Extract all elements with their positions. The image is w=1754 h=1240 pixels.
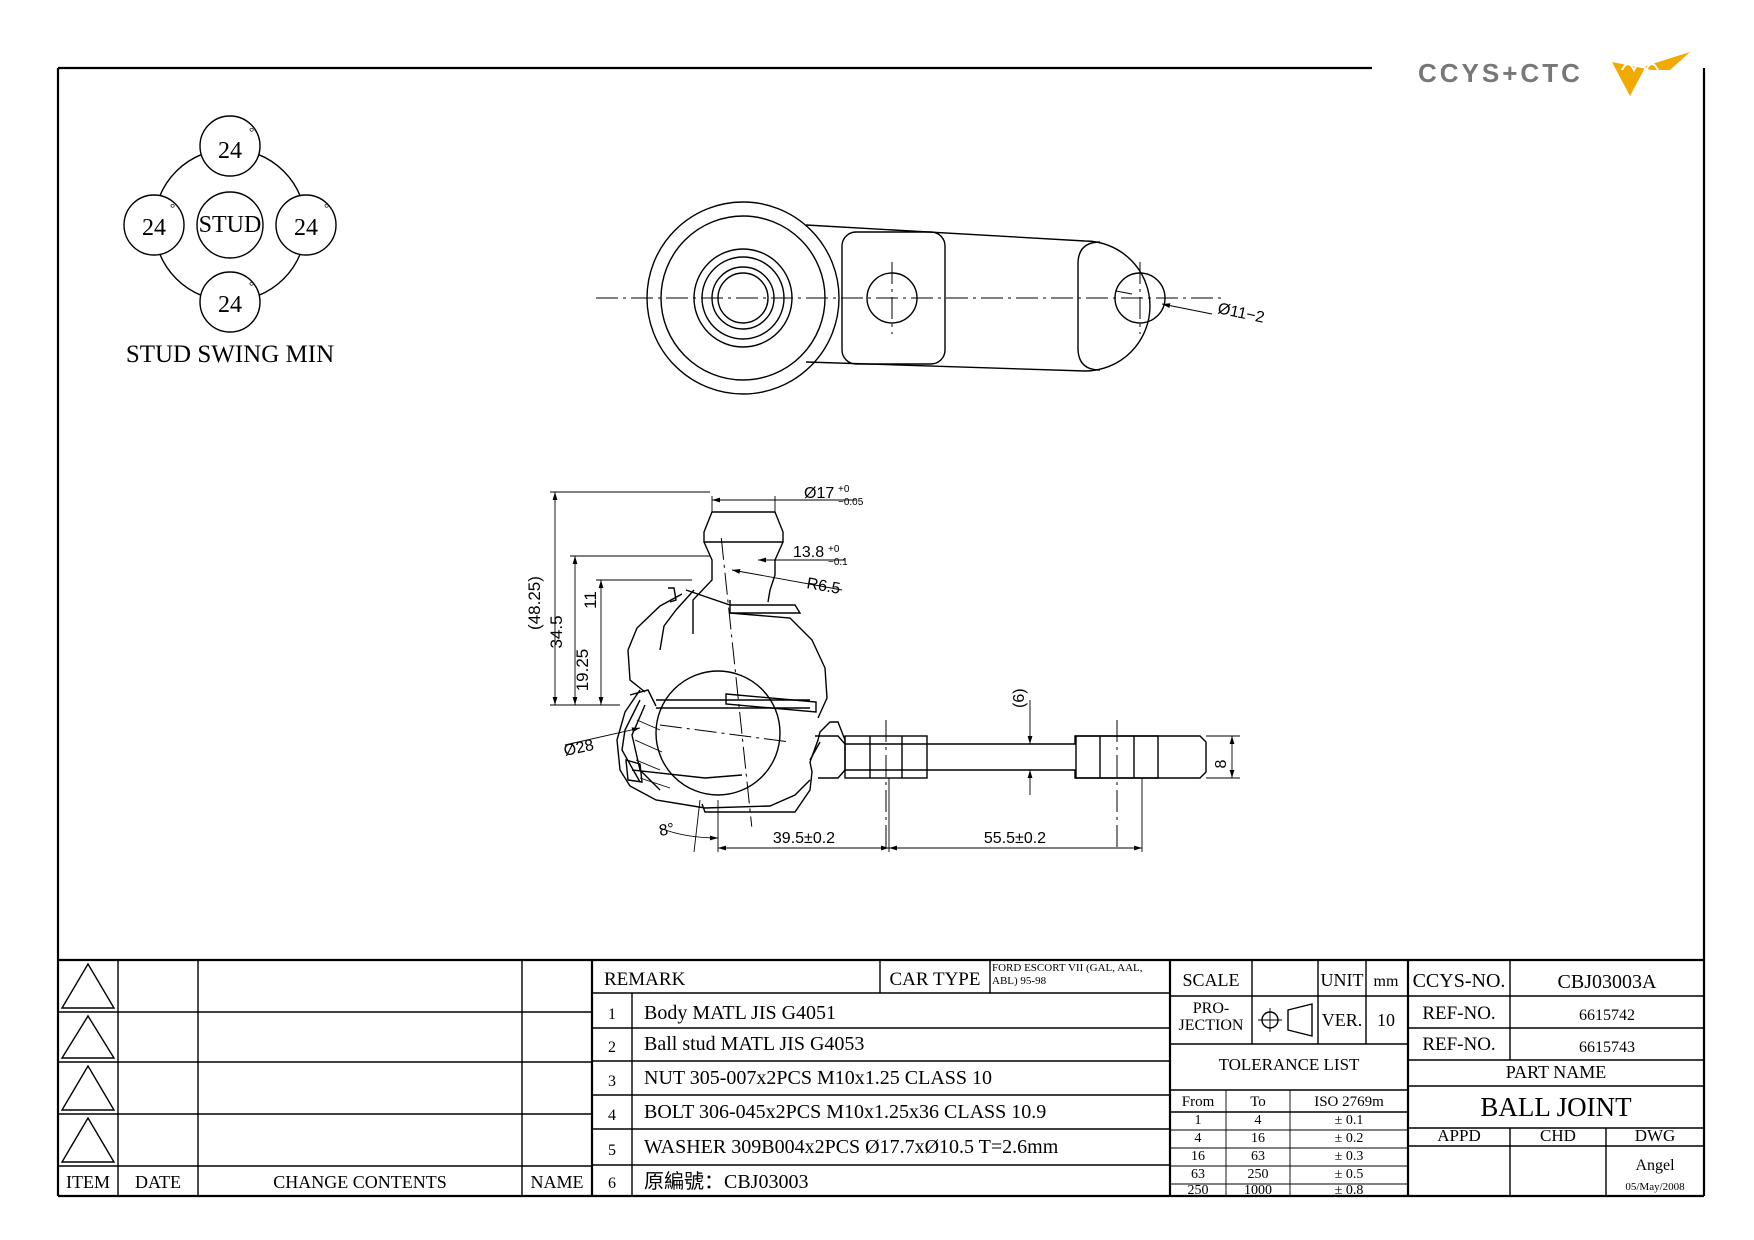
svg-text:1: 1 — [608, 1006, 616, 1023]
projection-label: PRO-JECTION — [1178, 1000, 1244, 1034]
svg-text:3: 3 — [608, 1073, 616, 1090]
ref-no-label-2: REF-NO. — [1422, 1034, 1495, 1055]
svg-text:± 0.5: ± 0.5 — [1335, 1167, 1364, 1182]
svg-text:63: 63 — [1251, 1149, 1265, 1164]
car-type-value: FORD ESCORT VII (GAL, AAL, ABL) 95-98 — [992, 962, 1143, 987]
ver-label: VER. — [1322, 1010, 1363, 1030]
drawer-name: Angel — [1635, 1157, 1675, 1174]
dim-end-thk: 8 — [1213, 759, 1230, 768]
tol-to-header: To — [1250, 1094, 1266, 1110]
dim-height-total: (48.25) — [525, 576, 544, 630]
svg-text:250: 250 — [1248, 1167, 1269, 1182]
dwg-label: DWG — [1635, 1126, 1676, 1145]
svg-text:± 0.2: ± 0.2 — [1335, 1131, 1364, 1146]
svg-text:4: 4 — [608, 1107, 616, 1124]
svg-text:4: 4 — [1255, 1113, 1262, 1128]
dim-top-hole: Ø11−2 — [1216, 300, 1266, 326]
appd-label: APPD — [1437, 1126, 1480, 1145]
dim-height-34: 34.5 — [547, 615, 566, 648]
stud-circle — [196, 191, 264, 259]
svg-text:± 0.1: ± 0.1 — [1335, 1113, 1364, 1128]
stud-swing-caption: STUD SWING MIN — [126, 341, 334, 368]
rev-header-item: ITEM — [66, 1172, 110, 1192]
dim-len-1: 39.5±0.2 — [773, 830, 835, 847]
svg-text:1: 1 — [1195, 1113, 1202, 1128]
dim-taper-dia: 13.8 — [793, 544, 824, 561]
svg-text:± 0.3: ± 0.3 — [1335, 1149, 1364, 1164]
swing-angle-right: 24 — [294, 215, 318, 241]
stud-swing-diagram: STUD 24 24 24 24 ° ° ° ° STUD SWING MIN — [123, 115, 337, 368]
svg-text:5: 5 — [608, 1142, 616, 1159]
svg-text:2: 2 — [608, 1039, 616, 1056]
svg-text:+0: +0 — [838, 484, 850, 495]
car-type-label: CAR TYPE — [890, 969, 981, 990]
dim-stud-dia: Ø17 — [804, 485, 834, 502]
dim-ball-dia: Ø28 — [562, 737, 595, 760]
company-logo: CCYS+CTC — [1418, 52, 1690, 96]
projection-symbol — [1258, 1003, 1313, 1037]
svg-text:63: 63 — [1191, 1167, 1205, 1182]
remark-item-1: Body MATL JIS G4051 — [644, 1002, 836, 1024]
ccys-no-value: CBJ03003A — [1558, 971, 1657, 993]
remark-item-2: Ball stud MATL JIS G4053 — [644, 1033, 864, 1055]
dim-radius: R6.5 — [805, 575, 841, 598]
remark-item-3: NUT 305-007x2PCS M10x1.25 CLASS 10 — [644, 1067, 992, 1089]
unit-value: mm — [1374, 973, 1399, 990]
rev-header-change: CHANGE CONTENTS — [273, 1172, 447, 1192]
ccys-no-label: CCYS-NO. — [1413, 970, 1506, 992]
swing-angle-top: 24 — [218, 138, 242, 164]
svg-text:−0.1: −0.1 — [828, 557, 848, 568]
part-name-label: PART NAME — [1506, 1062, 1606, 1082]
svg-text:°: ° — [249, 278, 254, 293]
part-name: BALL JOINT — [1480, 1092, 1632, 1122]
ver-value: 10 — [1377, 1010, 1395, 1030]
remark-header: REMARK — [604, 969, 686, 990]
ref-no-value-2: 6615743 — [1579, 1039, 1635, 1056]
dim-angle: 8° — [658, 821, 676, 840]
ref-no-label-1: REF-NO. — [1422, 1003, 1495, 1024]
ref-no-value-1: 6615742 — [1579, 1007, 1635, 1024]
svg-text:16: 16 — [1251, 1131, 1265, 1146]
tol-iso-header: ISO 2769m — [1314, 1094, 1384, 1110]
logo-text: CCYS+CTC — [1418, 58, 1583, 88]
remark-item-4: BOLT 306-045x2PCS M10x1.25x36 CLASS 10.9 — [644, 1101, 1046, 1123]
svg-text:−0.05: −0.05 — [838, 497, 864, 508]
swing-angle-bottom: 24 — [218, 292, 242, 318]
svg-text:+0: +0 — [828, 544, 840, 555]
dim-len-2: 55.5±0.2 — [984, 830, 1046, 847]
stud-label: STUD — [199, 212, 262, 238]
svg-text:± 0.8: ± 0.8 — [1335, 1183, 1364, 1198]
svg-text:°: ° — [324, 200, 329, 215]
dim-height-19: 19.25 — [573, 649, 592, 692]
rev-header-date: DATE — [135, 1172, 181, 1192]
unit-label: UNIT — [1321, 970, 1364, 990]
svg-text:6: 6 — [608, 1175, 616, 1192]
chd-label: CHD — [1540, 1126, 1576, 1145]
bottom-table-grid — [58, 958, 1704, 1196]
tol-from-header: From — [1182, 1094, 1215, 1110]
svg-text:1000: 1000 — [1244, 1183, 1272, 1198]
rev-header-name: NAME — [531, 1172, 584, 1192]
drawing-date: 05/May/2008 — [1625, 1181, 1685, 1193]
top-view: Ø11−2 — [596, 201, 1266, 395]
section-view: (48.25) 34.5 11 19.25 Ø17 +0 −0.05 13.8 … — [525, 484, 1240, 853]
swing-angle-left: 24 — [142, 215, 166, 241]
dim-height-11: 11 — [581, 591, 600, 609]
scale-label: SCALE — [1182, 970, 1239, 990]
sheet-border — [56, 66, 1706, 1198]
svg-text:°: ° — [249, 124, 254, 139]
tolerance-title: TOLERANCE LIST — [1219, 1055, 1360, 1074]
remark-item-6: 原編號：CBJ03003 — [644, 1170, 808, 1193]
svg-text:°: ° — [170, 200, 175, 215]
svg-text:250: 250 — [1188, 1183, 1209, 1198]
svg-text:16: 16 — [1191, 1149, 1205, 1164]
dim-arm-thk: (6) — [1011, 688, 1028, 708]
remark-item-5: WASHER 309B004x2PCS Ø17.7xØ10.5 T=2.6mm — [644, 1136, 1059, 1158]
svg-text:4: 4 — [1195, 1131, 1202, 1146]
